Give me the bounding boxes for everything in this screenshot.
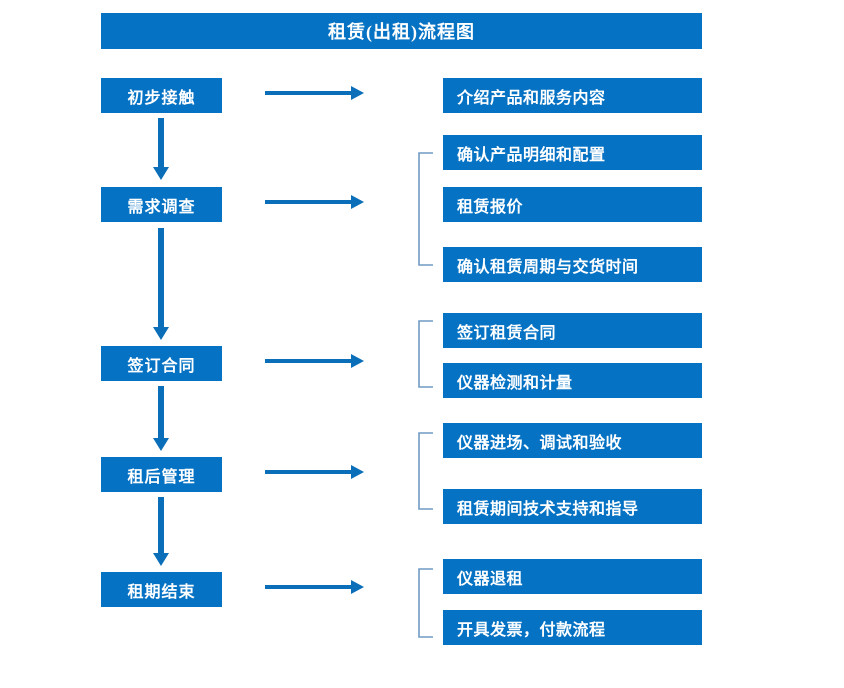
stage-box-requirement-survey[interactable]: 需求调查 [101, 187, 222, 222]
detail-box-technical-support[interactable]: 租赁期间技术支持和指导 [443, 489, 702, 524]
detail-box-confirm-spec-config[interactable]: 确认产品明细和配置 [443, 135, 702, 170]
arrow-right-icon-stage3 [265, 354, 364, 368]
detail-box-instrument-return[interactable]: 仪器退租 [443, 559, 702, 594]
bracket-group-contract [415, 320, 435, 388]
stage-box-post-rental-mgmt[interactable]: 租后管理 [101, 457, 222, 492]
arrow-right-icon-stage2 [265, 195, 364, 209]
bracket-group-endrental [415, 568, 435, 638]
detail-box-sign-rental-contract[interactable]: 签订租赁合同 [443, 313, 702, 348]
detail-box-invoice-payment[interactable]: 开具发票，付款流程 [443, 610, 702, 645]
detail-box-confirm-period-delivery[interactable]: 确认租赁周期与交货时间 [443, 247, 702, 282]
page-title: 租赁(出租)流程图 [101, 13, 702, 49]
bracket-group-postrental [415, 432, 435, 510]
detail-box-rental-quotation[interactable]: 租赁报价 [443, 187, 702, 222]
stage-box-initial-contact[interactable]: 初步接触 [101, 78, 222, 113]
bracket-group-requirement [415, 152, 435, 266]
arrow-right-icon-stage1 [265, 86, 364, 100]
arrow-down-icon-2 [153, 228, 169, 340]
stage-box-sign-contract[interactable]: 签订合同 [101, 346, 222, 381]
arrow-down-icon-4 [153, 497, 169, 566]
arrow-right-icon-stage4 [265, 465, 364, 479]
detail-box-introduce-products[interactable]: 介绍产品和服务内容 [443, 78, 702, 113]
detail-box-instrument-onsite[interactable]: 仪器进场、调试和验收 [443, 423, 702, 458]
arrow-down-icon-3 [153, 386, 169, 451]
arrow-down-icon-1 [153, 118, 169, 180]
arrow-right-icon-stage5 [265, 580, 364, 594]
stage-box-rental-end[interactable]: 租期结束 [101, 572, 222, 607]
detail-box-instrument-inspection[interactable]: 仪器检测和计量 [443, 363, 702, 398]
